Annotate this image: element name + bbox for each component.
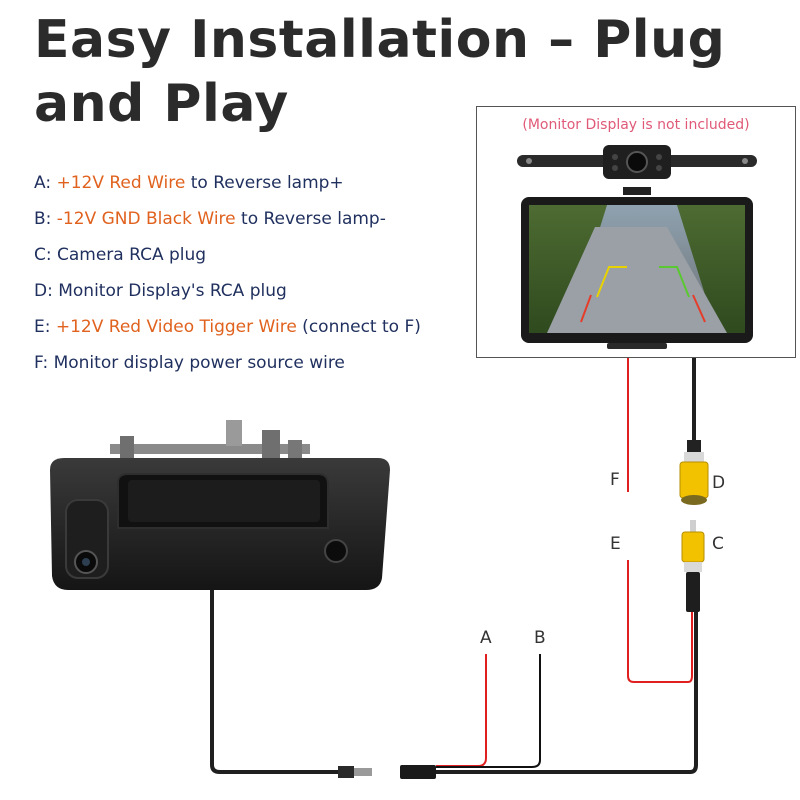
tailgate-handle-camera-icon [50, 420, 390, 590]
label-b: B [534, 628, 546, 648]
legend-item-a: A: +12V Red Wire to Reverse lamp+ [34, 173, 344, 193]
monitor-frame: (Monitor Display is not included) [476, 106, 796, 358]
monitor-display-icon [521, 197, 753, 349]
rca-plug-c-icon [681, 520, 705, 612]
label-a: A [480, 628, 492, 648]
connector-icon [338, 765, 436, 779]
camera-cable [210, 582, 340, 774]
red-wire-e [627, 560, 693, 683]
legend-item-e: E: +12V Red Video Tigger Wire (connect t… [34, 317, 421, 337]
label-e: E [610, 534, 621, 554]
legend-item-c: C: Camera RCA plug [34, 245, 207, 265]
monitor-illustration [517, 145, 757, 349]
label-f: F [610, 470, 620, 490]
main-cable [436, 612, 698, 774]
red-wire-a [436, 654, 487, 767]
legend-item-f: F: Monitor display power source wire [34, 353, 345, 373]
legend-item-d: D: Monitor Display's RCA plug [34, 281, 287, 301]
label-c: C [712, 534, 724, 554]
monitor-disclaimer: (Monitor Display is not included) [522, 117, 750, 133]
license-plate-camera-icon [517, 145, 757, 195]
legend-item-b: B: -12V GND Black Wire to Reverse lamp- [34, 209, 386, 229]
page-title: Easy Installation – Plug and Play [34, 10, 726, 134]
wire-legend: A: +12V Red Wire to Reverse lamp+ B: -12… [34, 168, 421, 384]
label-d: D [712, 473, 726, 493]
black-wire-b [436, 654, 541, 768]
rca-plug-d-icon [679, 440, 709, 505]
